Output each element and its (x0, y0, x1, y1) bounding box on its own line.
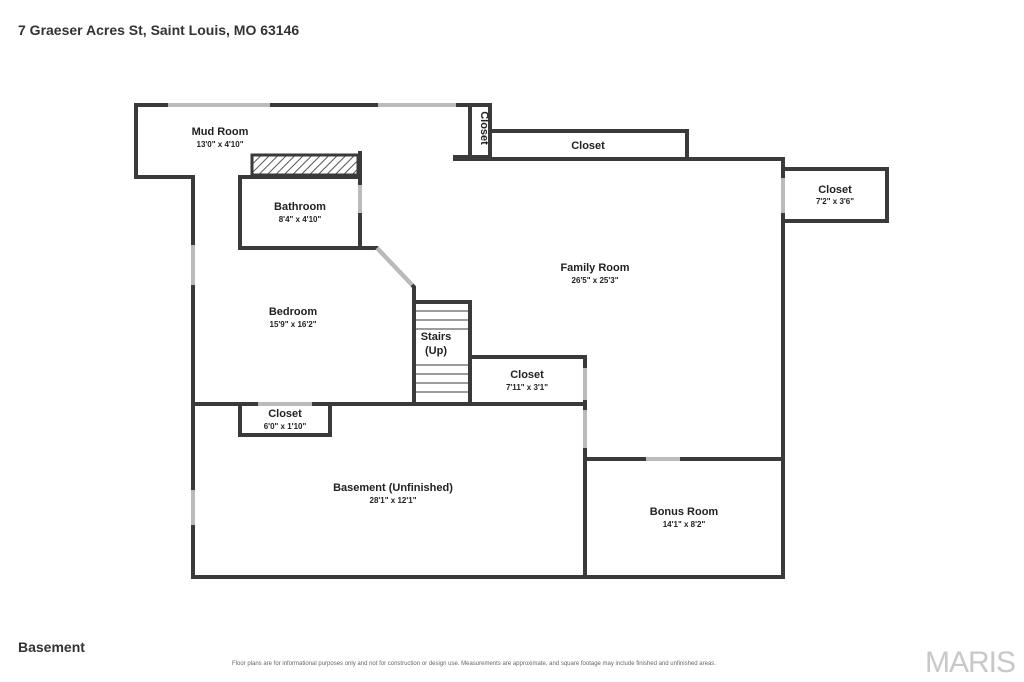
family-room-walls (453, 157, 889, 579)
closet-small-walls (238, 402, 332, 437)
floor-label: Basement (18, 639, 85, 655)
vanity-counter (250, 153, 360, 177)
room-dimension: 15'9" x 16'2" (270, 320, 317, 329)
room-name: Family Room (560, 262, 629, 274)
room-dimension: 14'1" x 8'2" (663, 520, 706, 529)
room-name: Closet (818, 184, 852, 196)
room-name: Stairs (421, 331, 452, 343)
property-address: 7 Graeser Acres St, Saint Louis, MO 6314… (18, 22, 300, 38)
room-name: (Up) (425, 345, 447, 357)
room-dimension: 13'0" x 4'10" (197, 140, 244, 149)
stairs-label-bg (417, 330, 467, 362)
bathroom-walls (238, 151, 416, 405)
room-name: Mud Room (192, 126, 249, 138)
room-dimension: 7'2" x 3'6" (816, 197, 854, 206)
room-name: Closet (571, 140, 605, 152)
room-dimension: 8'4" x 4'10" (279, 215, 322, 224)
room-name: Bathroom (274, 201, 326, 213)
stairs (412, 300, 472, 405)
room-name: Bonus Room (650, 506, 719, 518)
room-name: Closet (478, 111, 490, 145)
room-dimension: 7'11" x 3'1" (506, 383, 548, 392)
room-name: Bedroom (269, 306, 318, 318)
room-name: Closet (510, 369, 544, 381)
disclaimer-text: Floor plans are for informational purpos… (232, 661, 716, 667)
closet-top-walls (488, 129, 689, 161)
room-dimension: 6'0" x 1'10" (264, 422, 307, 431)
room-dimension: 28'1" x 12'1" (370, 496, 417, 505)
door-opening (375, 246, 414, 287)
maris-logo: MARIS (925, 646, 1016, 679)
room-name: Basement (Unfinished) (333, 482, 453, 494)
room-dimension: 26'5" x 25'3" (572, 276, 619, 285)
room-name: Closet (268, 408, 302, 420)
